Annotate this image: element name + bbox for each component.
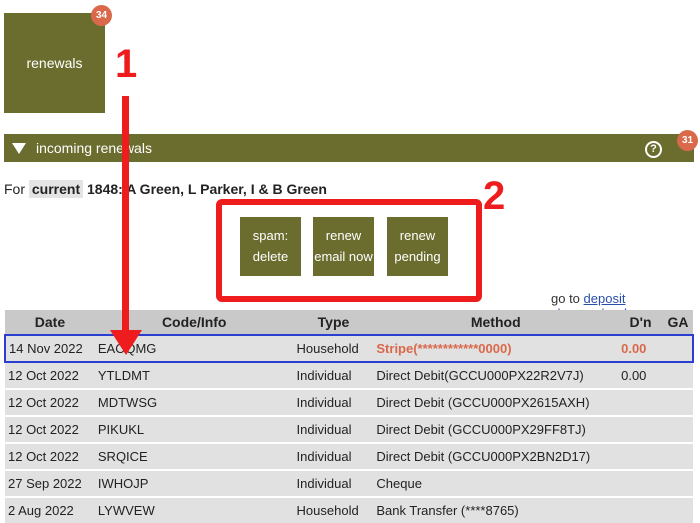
- table-row[interactable]: 27 Sep 2022 IWHOJP Individual Cheque: [5, 469, 693, 497]
- row-code: LYWVEW: [94, 496, 294, 523]
- renew-email-line2: email now: [314, 248, 373, 264]
- row-date: 12 Oct 2022: [5, 388, 95, 416]
- spam-delete-line2: delete: [252, 248, 289, 264]
- row-code: IWHOJP: [94, 469, 294, 497]
- row-type: Individual: [293, 442, 374, 470]
- col-date[interactable]: Date: [5, 310, 95, 335]
- table-row[interactable]: 12 Oct 2022 SRQICE Individual Direct Deb…: [5, 442, 693, 470]
- renewals-table: Date Code/Info Type Method D'n GA 14 Nov…: [4, 310, 695, 523]
- row-dn: [618, 496, 663, 523]
- current-member-line: For current 1848: A Green, L Parker, I &…: [4, 180, 327, 198]
- annotation-number-2: 2: [483, 174, 506, 218]
- table-row[interactable]: 12 Oct 2022 PIKUKL Individual Direct Deb…: [5, 415, 693, 443]
- spam-delete-line1: spam:: [252, 228, 289, 244]
- incoming-renewals-title: incoming renewals: [36, 140, 152, 156]
- row-method: Direct Debit (GCCU000PX29FF8TJ): [373, 415, 619, 443]
- row-ga: [662, 442, 693, 470]
- row-date: 14 Nov 2022: [4, 334, 95, 363]
- for-label: For: [4, 181, 25, 197]
- row-date: 12 Oct 2022: [5, 361, 95, 389]
- row-type: Individual: [293, 415, 374, 443]
- annotation-arrow-shaft: [122, 96, 129, 332]
- row-date: 12 Oct 2022: [5, 415, 95, 443]
- row-date: 12 Oct 2022: [5, 442, 95, 470]
- col-method[interactable]: Method: [373, 310, 619, 335]
- col-type[interactable]: Type: [293, 310, 374, 335]
- row-type: Individual: [293, 388, 374, 416]
- row-type: Individual: [293, 469, 374, 497]
- row-code: PIKUKL: [94, 415, 294, 443]
- renew-pending-button[interactable]: renew pending: [387, 217, 448, 276]
- row-ga: [662, 496, 693, 523]
- row-dn: [618, 442, 663, 470]
- renew-email-now-button[interactable]: renew email now: [313, 217, 374, 276]
- spam-delete-button[interactable]: spam: delete: [240, 217, 301, 276]
- renewals-count-badge: 34: [91, 5, 112, 26]
- row-method: Bank Transfer (****8765): [373, 496, 619, 523]
- row-ga: [662, 388, 693, 416]
- row-ga: [662, 415, 693, 443]
- renew-email-line1: renew: [325, 228, 362, 244]
- incoming-renewals-header[interactable]: incoming renewals: [4, 134, 694, 162]
- table-row[interactable]: 2 Aug 2022 LYWVEW Household Bank Transfe…: [5, 496, 693, 523]
- row-ga: [662, 334, 695, 363]
- row-code: YTLDMT: [94, 361, 294, 389]
- row-code: SRQICE: [94, 442, 294, 470]
- row-method: Direct Debit(GCCU000PX22R2V7J): [373, 361, 619, 389]
- renewals-tile[interactable]: renewals: [4, 13, 105, 113]
- row-method: Cheque: [373, 469, 619, 497]
- row-dn: 0.00: [618, 361, 663, 389]
- renew-pending-line1: renew: [399, 228, 436, 244]
- row-code: MDTWSG: [94, 388, 294, 416]
- table-row[interactable]: 12 Oct 2022 YTLDMT Individual Direct Deb…: [5, 361, 693, 389]
- table-header-row: Date Code/Info Type Method D'n GA: [5, 310, 693, 335]
- col-dn[interactable]: D'n: [618, 310, 663, 335]
- incoming-count-badge: 31: [677, 130, 698, 151]
- member-name: 1848: A Green, L Parker, I & B Green: [87, 181, 327, 197]
- collapse-triangle-icon[interactable]: [12, 142, 26, 154]
- annotation-box-actions: [216, 199, 482, 302]
- renewals-tile-label: renewals: [26, 55, 83, 71]
- row-method: Direct Debit (GCCU000PX2BN2D17): [373, 442, 619, 470]
- col-ga[interactable]: GA: [662, 310, 693, 335]
- row-ga: [662, 469, 693, 497]
- table-row[interactable]: 14 Nov 2022 EAOQMG Household Stripe(****…: [4, 334, 695, 363]
- annotation-arrow-head-icon: [110, 330, 142, 355]
- row-type: Household: [293, 496, 374, 523]
- renew-pending-line2: pending: [394, 248, 441, 264]
- row-dn: [618, 415, 663, 443]
- table-row[interactable]: 12 Oct 2022 MDTWSG Individual Direct Deb…: [5, 388, 693, 416]
- row-method: Stripe(************0000): [373, 334, 619, 363]
- row-date: 27 Sep 2022: [5, 469, 95, 497]
- current-label: current: [28, 180, 84, 198]
- row-type: Household: [293, 334, 374, 363]
- row-method: Direct Debit (GCCU000PX2615AXH): [373, 388, 619, 416]
- row-date: 2 Aug 2022: [5, 496, 95, 523]
- row-type: Individual: [293, 361, 374, 389]
- row-ga: [662, 361, 693, 389]
- help-icon[interactable]: ?: [645, 141, 662, 158]
- go-to-label: go to: [551, 291, 580, 306]
- row-dn: [618, 388, 663, 416]
- row-dn: [618, 469, 663, 497]
- annotation-number-1: 1: [115, 42, 138, 86]
- row-dn: 0.00: [618, 334, 663, 363]
